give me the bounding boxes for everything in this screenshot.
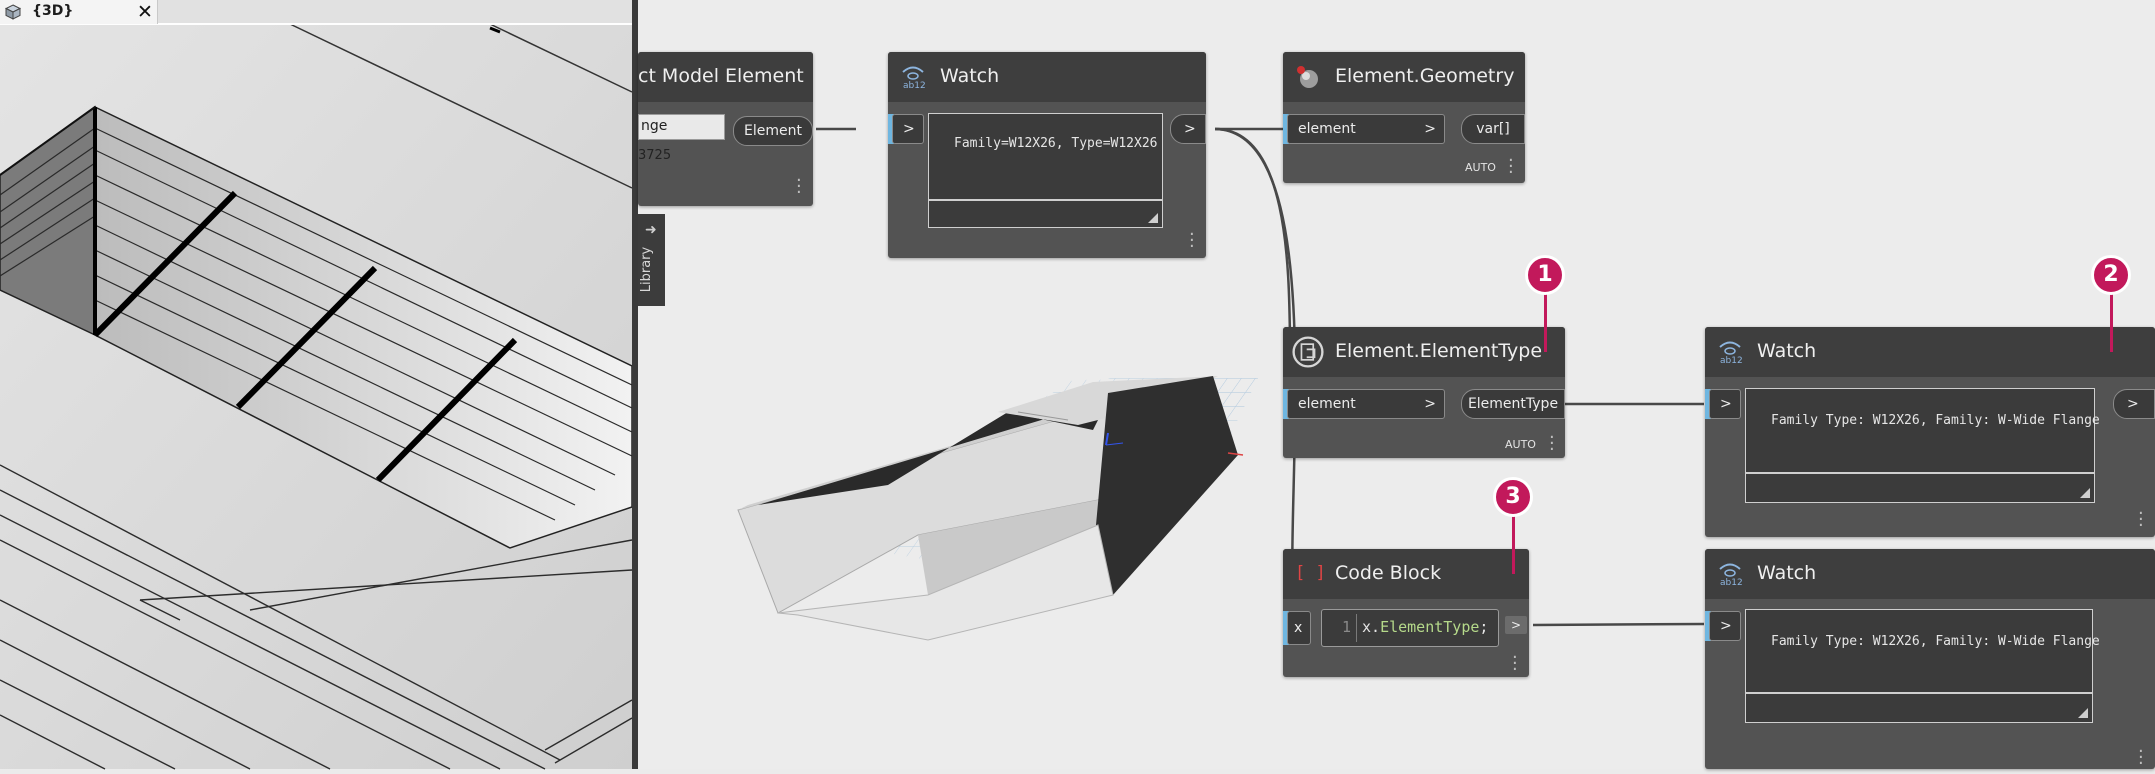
node-header[interactable]: [ ] Code Block xyxy=(1283,549,1529,599)
node-title: Watch xyxy=(1757,562,1817,584)
element-type-icon xyxy=(1292,336,1324,368)
geometry-sphere-icon xyxy=(1297,66,1318,88)
watch-node-bottom[interactable]: ab12 Watch > Family Type: W12X26, Family… xyxy=(1705,549,2155,774)
node-menu-icon[interactable]: ··· xyxy=(1549,427,1555,460)
output-port-elementtype[interactable]: ElementType xyxy=(1461,389,1565,419)
callout-stem xyxy=(2110,294,2113,352)
node-menu-icon[interactable]: ··· xyxy=(1189,224,1195,257)
node-title: ct Model Element xyxy=(638,65,804,87)
select-model-element-node[interactable]: ct Model Element nge 3725 Element ··· xyxy=(638,52,813,206)
code-block-node[interactable]: [ ] Code Block x 1 x.ElementType; > ··· xyxy=(1283,549,1529,680)
watch-value-text: Family Type: W12X26, Family: W-Wide Flan… xyxy=(1771,634,2100,649)
node-title: Element.ElementType xyxy=(1335,340,1543,362)
resize-handle-icon[interactable] xyxy=(2078,708,2088,718)
arrow-right-icon: ➜ xyxy=(645,222,657,238)
watch-footer xyxy=(928,200,1163,228)
svg-text:ab12: ab12 xyxy=(1720,578,1743,588)
watch-icon: ab12 xyxy=(1719,563,1743,588)
node-header[interactable]: ab12 Watch xyxy=(1705,327,2155,377)
input-port-connected-marker xyxy=(1705,389,1711,419)
tab-underline xyxy=(0,23,632,25)
gutter-separator xyxy=(1356,614,1357,642)
input-port-connected-marker xyxy=(888,114,894,144)
callout-3: 3 xyxy=(1493,477,1533,517)
output-port[interactable]: > xyxy=(2113,389,2155,419)
input-port-x[interactable]: x xyxy=(1287,611,1311,645)
view-tab-label: {3D} xyxy=(32,3,74,19)
callout-stem xyxy=(1512,516,1515,574)
lacing-label[interactable]: AUTO xyxy=(1505,438,1536,451)
watch-value-display[interactable]: Family Type: W12X26, Family: W-Wide Flan… xyxy=(1745,609,2100,693)
output-port-element[interactable]: Element xyxy=(733,116,813,146)
node-title: Watch xyxy=(1757,340,1817,362)
element-elementtype-node[interactable]: Element.ElementType element > ElementTyp… xyxy=(1283,327,1565,460)
svg-text:ab12: ab12 xyxy=(903,81,926,91)
input-port-element[interactable]: element > xyxy=(1287,389,1445,419)
node-menu-icon[interactable]: ··· xyxy=(1512,647,1518,680)
library-panel-tab[interactable]: ➜ Library xyxy=(638,214,665,306)
resize-handle-icon[interactable] xyxy=(2080,488,2090,498)
callout-2: 2 xyxy=(2091,255,2131,295)
resize-handle-icon[interactable] xyxy=(1148,213,1158,223)
code-block-icon: [ ] xyxy=(1295,563,1326,583)
watch-node-middle[interactable]: ab12 Watch > Family Type: W12X26, Family… xyxy=(1705,327,2155,537)
output-port[interactable]: > xyxy=(1505,616,1527,634)
cube-icon xyxy=(4,4,22,20)
close-icon[interactable]: ✕ xyxy=(137,1,153,23)
output-port[interactable]: > xyxy=(1170,114,1206,144)
watch-value-display[interactable]: Family=W12X26, Type=W12X26 xyxy=(928,113,1163,200)
output-port-label: Element xyxy=(744,123,802,139)
watch-icon: ab12 xyxy=(902,66,926,91)
callout-1: 1 xyxy=(1525,255,1565,295)
change-button-label: nge xyxy=(641,118,668,134)
input-port-connected-marker xyxy=(1705,611,1711,641)
dynamo-canvas[interactable]: ➜ Library ct Model Element nge 3725 Elem… xyxy=(638,0,2155,774)
view-tab-3d[interactable]: {3D} ✕ xyxy=(0,0,158,24)
node-title: Code Block xyxy=(1335,562,1442,584)
element-id-text: 3725 xyxy=(638,148,672,163)
callout-stem xyxy=(1544,294,1547,352)
element-geometry-node[interactable]: Element.Geometry element > var[] AUTO ··… xyxy=(1283,52,1525,183)
watch-value-display[interactable]: Family Type: W12X26, Family: W-Wide Flan… xyxy=(1745,388,2100,473)
watch-value-text: Family Type: W12X26, Family: W-Wide Flan… xyxy=(1771,413,2100,428)
watch-footer xyxy=(1745,473,2095,503)
watch-node-top[interactable]: ab12 Watch > Family=W12X26, Type=W12X26 … xyxy=(888,52,1206,258)
node-title: Watch xyxy=(940,65,1000,87)
node-header[interactable]: Element.Geometry xyxy=(1283,52,1525,102)
node-header[interactable]: ab12 Watch xyxy=(1705,549,2155,599)
background-3d-preview xyxy=(737,376,1258,641)
node-header[interactable]: ct Model Element xyxy=(638,52,813,102)
input-port-element[interactable]: element > xyxy=(1287,114,1445,144)
lacing-label[interactable]: AUTO xyxy=(1465,161,1496,174)
node-menu-icon[interactable]: ··· xyxy=(796,170,802,203)
watch-icon: ab12 xyxy=(1719,341,1743,366)
node-header[interactable]: ab12 Watch xyxy=(888,52,1206,102)
output-port-var[interactable]: var[] xyxy=(1461,114,1525,144)
code-editor[interactable]: 1 x.ElementType; xyxy=(1321,609,1499,647)
watch-footer xyxy=(1745,693,2093,723)
revit-3d-view[interactable]: {3D} ✕ xyxy=(0,0,633,770)
panel-divider[interactable] xyxy=(632,0,638,769)
input-port-connected-marker xyxy=(1283,114,1289,144)
change-button[interactable]: nge xyxy=(638,114,725,140)
library-label: Library xyxy=(639,246,655,293)
code-text: x.ElementType; xyxy=(1362,618,1489,636)
watch-value-text: Family=W12X26, Type=W12X26 xyxy=(954,136,1158,151)
svg-text:ab12: ab12 xyxy=(1720,356,1743,366)
line-number: 1 xyxy=(1342,618,1352,636)
input-port[interactable]: > xyxy=(1709,611,1741,641)
node-header[interactable]: Element.ElementType xyxy=(1283,327,1565,377)
node-title: Element.Geometry xyxy=(1335,65,1515,87)
node-menu-icon[interactable]: ··· xyxy=(2138,503,2144,536)
input-port-connected-marker xyxy=(1283,611,1289,645)
input-port[interactable]: > xyxy=(1709,389,1741,419)
tab-strip xyxy=(158,0,632,24)
input-port-connected-marker xyxy=(1283,389,1289,419)
input-port[interactable]: > xyxy=(892,114,924,144)
node-menu-icon[interactable]: ··· xyxy=(2138,741,2144,774)
node-menu-icon[interactable]: ··· xyxy=(1508,150,1514,183)
building-model-viewport[interactable] xyxy=(0,23,633,770)
